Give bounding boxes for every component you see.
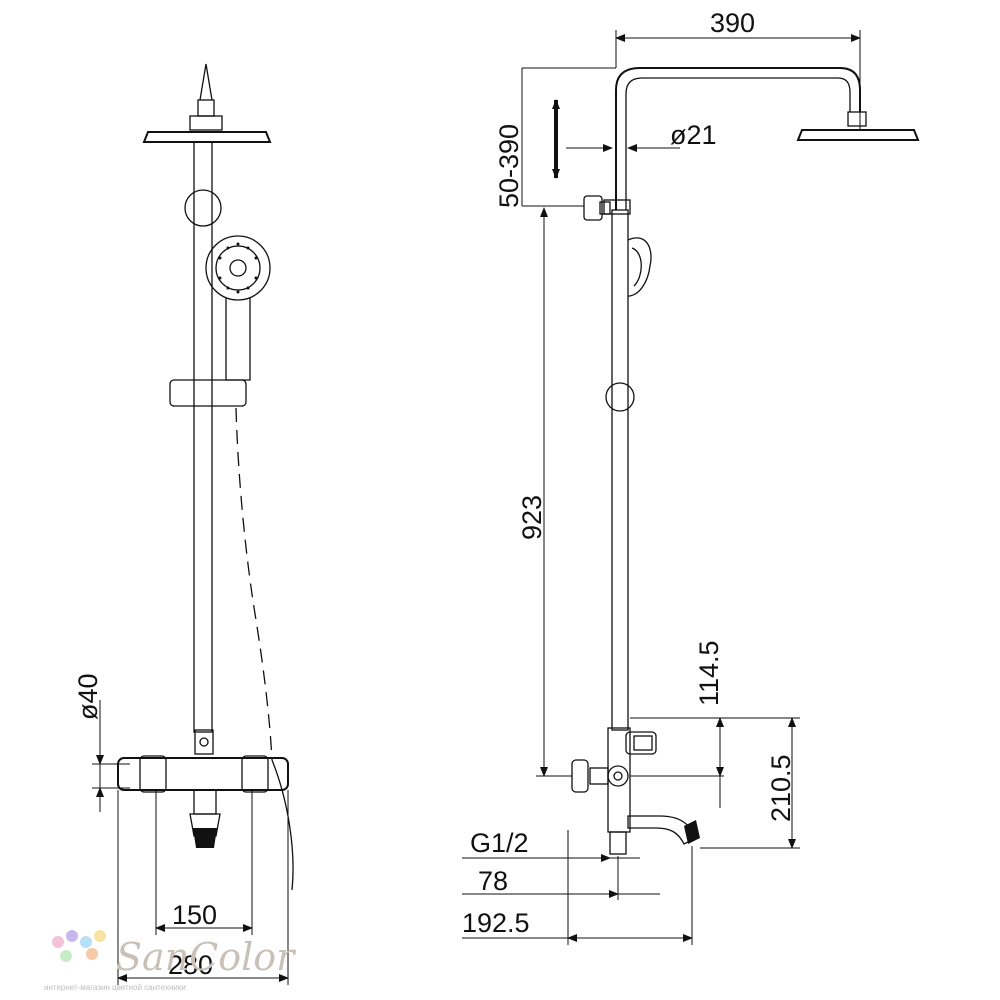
side-shower-head bbox=[796, 129, 920, 141]
side-shower-arm bbox=[615, 67, 861, 210]
watermark-dot bbox=[60, 950, 72, 962]
front-head-mount bbox=[189, 115, 223, 131]
watermark-dot bbox=[80, 936, 92, 948]
watermark-dot bbox=[66, 930, 78, 942]
dim-height-923: 923 bbox=[517, 495, 547, 540]
side-rail bbox=[611, 209, 629, 731]
side-inlet bbox=[609, 831, 627, 855]
side-valve-center bbox=[613, 771, 623, 781]
front-top-connector bbox=[197, 99, 215, 117]
side-clamp-knob bbox=[583, 195, 603, 221]
front-spout-aerator bbox=[193, 828, 217, 848]
dim-offset-114-5: 114.5 bbox=[694, 640, 724, 706]
side-valve bbox=[607, 765, 629, 787]
side-clamp bbox=[603, 199, 631, 215]
side-clamp-screw bbox=[599, 201, 611, 215]
watermark-tagline: интернет-магазин цветной сантехники bbox=[44, 983, 186, 992]
side-spout bbox=[627, 815, 697, 845]
front-upper-clamp bbox=[184, 189, 222, 227]
side-hand-shower-inner bbox=[631, 247, 642, 287]
front-shower-head bbox=[142, 131, 272, 143]
side-valve-stem bbox=[589, 767, 609, 785]
watermark-logo: SanColor bbox=[116, 935, 297, 979]
dim-arm-range: 50-390 bbox=[494, 124, 524, 208]
side-view: 390 50-390 ø21 923 114.5 210.5 G1/2 bbox=[462, 8, 920, 945]
dim-pipe-diameter-21: ø21 bbox=[670, 120, 717, 150]
dim-diameter-40: ø40 bbox=[73, 673, 103, 720]
side-holder bbox=[605, 382, 635, 412]
watermark: SanColor интернет-магазин цветной сантех… bbox=[44, 930, 297, 992]
front-left-handle bbox=[139, 755, 167, 793]
front-view: ø40 150 280 bbox=[73, 63, 294, 985]
watermark-dot bbox=[94, 930, 106, 942]
dim-depth-192-5: 192.5 bbox=[462, 908, 530, 938]
front-hose-end bbox=[271, 759, 294, 891]
side-upper-handle bbox=[625, 731, 657, 755]
watermark-dots bbox=[52, 930, 106, 962]
side-valve-knob bbox=[571, 759, 589, 793]
front-rail bbox=[193, 141, 213, 733]
dim-depth-78: 78 bbox=[478, 866, 508, 896]
front-spout-neck bbox=[193, 789, 217, 815]
front-right-handle bbox=[241, 755, 269, 793]
front-hand-shower bbox=[205, 235, 271, 381]
watermark-dot bbox=[86, 948, 98, 960]
front-slider-holder bbox=[169, 379, 247, 407]
front-mixer-body bbox=[117, 757, 289, 791]
dim-head-width-390: 390 bbox=[710, 8, 755, 38]
side-upper-handle-inner bbox=[633, 735, 653, 751]
front-diverter bbox=[194, 729, 214, 755]
dim-width-280: 280 bbox=[168, 950, 213, 980]
dim-offset-210-5: 210.5 bbox=[766, 754, 796, 822]
front-hose bbox=[235, 407, 273, 761]
front-top-spike bbox=[199, 63, 213, 101]
side-spout-tip bbox=[684, 820, 700, 844]
side-shower-arm-inner bbox=[625, 77, 851, 210]
watermark-dot bbox=[52, 936, 64, 948]
dim-thread-g1-2: G1/2 bbox=[470, 828, 529, 858]
side-hand-shower bbox=[627, 237, 652, 297]
side-head-connector bbox=[847, 111, 867, 127]
front-spout bbox=[189, 813, 221, 837]
dim-spacing-150: 150 bbox=[172, 900, 217, 930]
front-diverter-knob bbox=[199, 737, 209, 747]
